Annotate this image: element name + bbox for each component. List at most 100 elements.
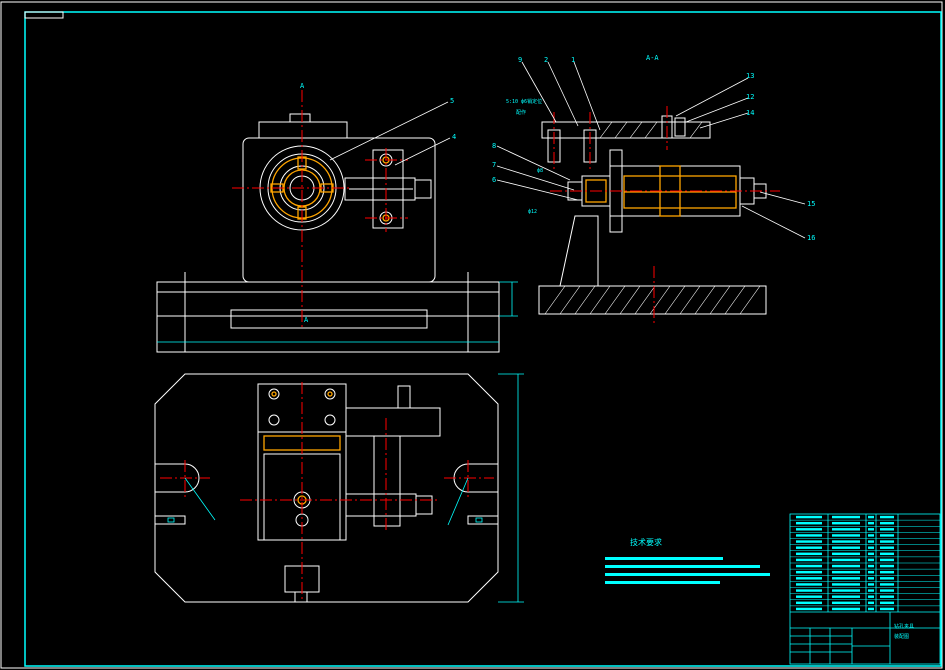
balloon-12: 12 (746, 93, 754, 101)
bom-cell-text (796, 601, 822, 605)
section-note-2: 配作 (516, 109, 526, 116)
balloon-7: 7 (492, 161, 496, 169)
bom-cell-text (880, 595, 894, 598)
bom-cell-text (832, 528, 860, 531)
bom-cell-text (868, 577, 874, 580)
section-hatching (544, 121, 761, 315)
section-view (538, 115, 767, 315)
bom-cell-text (832, 552, 860, 556)
bom-cell-text (880, 564, 894, 568)
bom-cell-text (832, 558, 860, 562)
bom-cell-text (796, 546, 822, 549)
bom-cell-text (868, 583, 874, 586)
bom-cell-text (880, 546, 894, 549)
bom-cell-text (880, 540, 894, 543)
bom-cell-text (796, 558, 822, 562)
bom-cell-text (832, 601, 860, 605)
balloon-9: 9 (518, 56, 522, 64)
bom-cell-text (868, 595, 874, 598)
balloon-4: 4 (452, 133, 456, 141)
section-marker-bottom: A (304, 316, 309, 324)
balloon-15: 15 (807, 200, 815, 208)
balloon-13: 13 (746, 72, 754, 80)
front-view-leaders (329, 101, 451, 166)
bom-cell-text (832, 546, 860, 549)
bom-cell-text (880, 589, 894, 592)
balloon-1: 1 (571, 56, 575, 64)
section-marker-top: A (300, 82, 305, 90)
bom-cell-text (868, 515, 874, 519)
bom-cell-text (880, 607, 894, 611)
bom-cell-text (868, 589, 874, 592)
bom-cell-text (796, 515, 822, 519)
balloon-14: 14 (746, 109, 754, 117)
bom-cell-text (796, 534, 822, 537)
bom-cell-text (868, 607, 874, 611)
bom-cell-text (796, 564, 822, 568)
bom-cell-text (832, 583, 860, 586)
balloon-8: 8 (492, 142, 496, 150)
balloon-5: 5 (450, 97, 454, 105)
bom-cell-text (796, 552, 822, 556)
bom-cell-text (832, 540, 860, 543)
bom-cell-text (832, 570, 860, 574)
top-view (154, 373, 499, 603)
bom-cell-text (868, 534, 874, 537)
bom-cell-text (832, 515, 860, 519)
front-view-dimensions (157, 281, 518, 343)
bom-cell-text (868, 528, 874, 531)
bom-cell-text (868, 540, 874, 543)
balloon-6: 6 (492, 176, 496, 184)
bom-cell-text (868, 601, 874, 605)
bom-cell-text (796, 528, 822, 531)
section-leaders (496, 61, 806, 239)
balloon-2: 2 (544, 56, 548, 64)
bom-cell-text (880, 521, 894, 525)
bom-cell-text (796, 595, 822, 598)
bom-cell-text (868, 552, 874, 556)
bom-cell-text (880, 515, 894, 519)
title-drawing-name: 装配图 (894, 633, 909, 640)
section-centerlines (550, 106, 780, 326)
bom-cell-text (880, 534, 894, 537)
front-view-centerlines (232, 90, 408, 330)
bom-cell-text (880, 583, 894, 586)
tech-requirements-lines (605, 557, 770, 584)
bom-cell-text (796, 540, 822, 543)
bom-cell-text (880, 552, 894, 556)
bom-cell-text (832, 564, 860, 568)
bom-cell-text (796, 607, 822, 611)
bom-cell-text (796, 589, 822, 592)
bom-cell-text (832, 577, 860, 580)
front-view (156, 113, 500, 353)
bom-cell-text (832, 595, 860, 598)
bom-rows (790, 515, 940, 611)
bom-cell-text (796, 521, 822, 525)
bom-cell-text (868, 546, 874, 549)
bom-cell-text (796, 570, 822, 574)
top-view-centerlines (160, 382, 494, 600)
tech-requirements-title: 技术要求 (630, 537, 662, 547)
bom-cell-text (868, 521, 874, 525)
title-part-name: 钻孔夹具 (894, 623, 914, 630)
bom-cell-text (880, 601, 894, 605)
bom-cell-text (832, 521, 860, 525)
bom-cell-text (880, 528, 894, 531)
bom-cell-text (832, 589, 860, 592)
bom-cell-text (868, 570, 874, 574)
fit-label-2: ф12 (528, 209, 537, 215)
section-note-1: 5:10 ф6销定位 (506, 98, 542, 105)
bom-cell-text (796, 577, 822, 580)
top-view-dimensions (167, 373, 524, 603)
bom-cell-text (880, 558, 894, 562)
bom-cell-text (832, 534, 860, 537)
fit-label-1: ф8 (537, 168, 543, 174)
bom-cell-text (832, 607, 860, 611)
bom-cell-text (880, 577, 894, 580)
bom-cell-text (868, 558, 874, 562)
balloon-16: 16 (807, 234, 815, 242)
section-title: A-A (646, 54, 659, 62)
bom-cell-text (868, 564, 874, 568)
